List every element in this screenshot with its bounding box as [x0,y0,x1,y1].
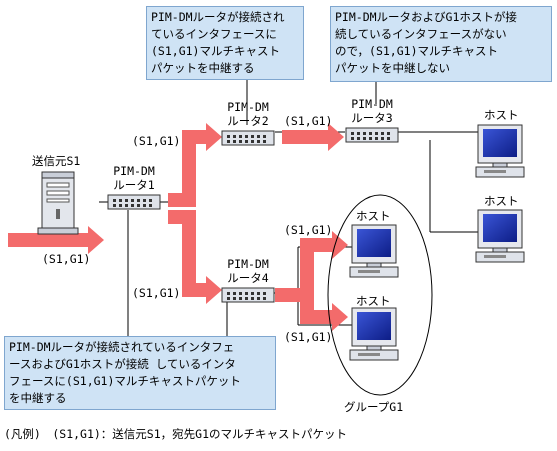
router3-icon [345,127,399,143]
router2-icon [221,130,275,146]
group-g1-outline [327,194,433,396]
router4-label: PIM-DM ルータ4 [227,257,269,285]
callout-router3-no-forward: PIM-DMルータおよびG1ホストが接 続しているインタフェースがない ので，(… [330,6,552,82]
host-computer-icon-g1-1 [349,224,399,278]
source-label: 送信元S1 [32,154,81,168]
host-label-g1-2: ホスト [356,294,391,308]
legend: (凡例) (S1,G1)：送信元S1，宛先G1のマルチキャストパケット [4,427,348,441]
router2-label: PIM-DM ルータ2 [227,100,269,128]
callout-router4-forward: PIM-DMルータが接続されているインタフェ ースおよびG1ホストが接続 してい… [4,336,276,410]
group-g1-label: グループG1 [344,400,404,414]
host-computer-icon-r3-2 [475,209,525,263]
source-server-icon [37,171,79,235]
callout-router2-forward: PIM-DMルータが接続され ているインタフェースに (S1,G1)マルチキャス… [146,6,304,80]
host-computer-icon-g1-2 [349,307,399,361]
arrow-to-router4 [168,210,222,304]
packet-label-to-router4: (S1,G1) [132,286,181,300]
router1-label: PIM-DM ルータ1 [113,164,155,192]
host-label-r3-2: ホスト [484,194,519,208]
host-label-g1-1: ホスト [356,209,391,223]
arrow-to-g1-hosts [275,231,348,331]
packet-label-incoming: (S1,G1) [42,252,91,266]
packet-label-to-g1-host2: (S1,G1) [284,330,333,344]
multicast-arrows [8,123,348,331]
host-label-r3-1: ホスト [484,108,519,122]
router1-icon [107,194,161,210]
packet-label-to-g1-host1: (S1,G1) [284,223,333,237]
arrow-to-router3 [282,123,344,151]
arrow-to-router2 [168,123,222,207]
arrow-into-router1 [8,226,104,254]
packet-label-to-router3: (S1,G1) [284,114,333,128]
callout-pointers [246,80,377,125]
router4-icon [221,287,275,303]
packet-label-to-router2: (S1,G1) [132,134,181,148]
router3-label: PIM-DM ルータ3 [351,97,393,125]
host-computer-icon-r3-1 [475,124,525,178]
